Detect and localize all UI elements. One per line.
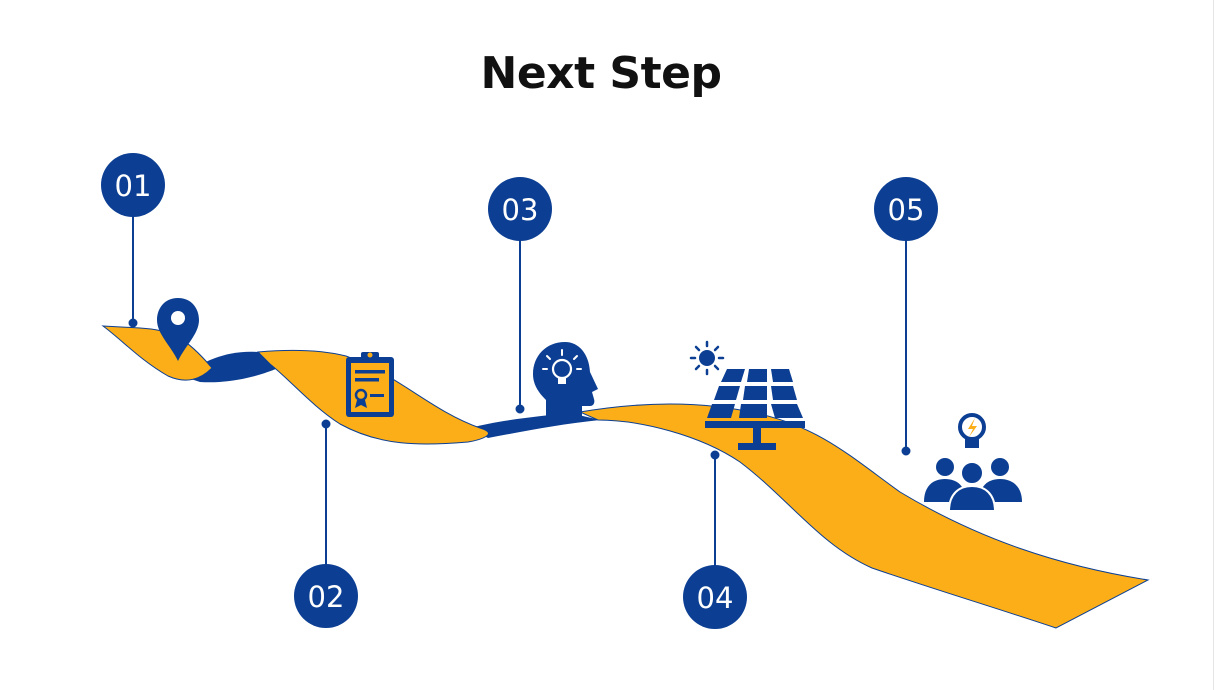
connector-dot bbox=[321, 419, 331, 429]
page-title: Next Step bbox=[480, 48, 722, 99]
slide-border bbox=[1213, 0, 1214, 690]
ribbon-fold bbox=[182, 351, 279, 383]
step-marker-05: 05 bbox=[874, 177, 938, 241]
ribbon-segment bbox=[578, 403, 1150, 629]
step-number-label: 04 bbox=[697, 581, 734, 615]
step-number-label: 03 bbox=[502, 193, 539, 227]
connector-dot bbox=[901, 446, 911, 456]
step-marker-03: 03 bbox=[488, 177, 552, 241]
map-pin-icon bbox=[157, 298, 199, 361]
connector-dot bbox=[128, 318, 138, 328]
team-idea-icon bbox=[924, 413, 1022, 512]
step-marker-01: 01 bbox=[101, 153, 165, 217]
head-lightbulb-icon bbox=[533, 342, 598, 416]
step-marker-04: 04 bbox=[683, 565, 747, 629]
connector-dot bbox=[710, 450, 720, 460]
step-connectors bbox=[128, 210, 911, 570]
solar-panel-icon bbox=[689, 340, 805, 450]
connector-dot bbox=[515, 404, 525, 414]
roadmap-ribbon bbox=[101, 325, 1150, 629]
ribbon-fold bbox=[470, 413, 600, 438]
step-number-label: 05 bbox=[888, 193, 925, 227]
step-number-label: 01 bbox=[115, 169, 152, 203]
step-number-label: 02 bbox=[308, 580, 345, 614]
step-marker-02: 02 bbox=[294, 564, 358, 628]
ribbon-segment bbox=[101, 325, 213, 381]
certificate-clipboard-icon bbox=[346, 352, 394, 417]
